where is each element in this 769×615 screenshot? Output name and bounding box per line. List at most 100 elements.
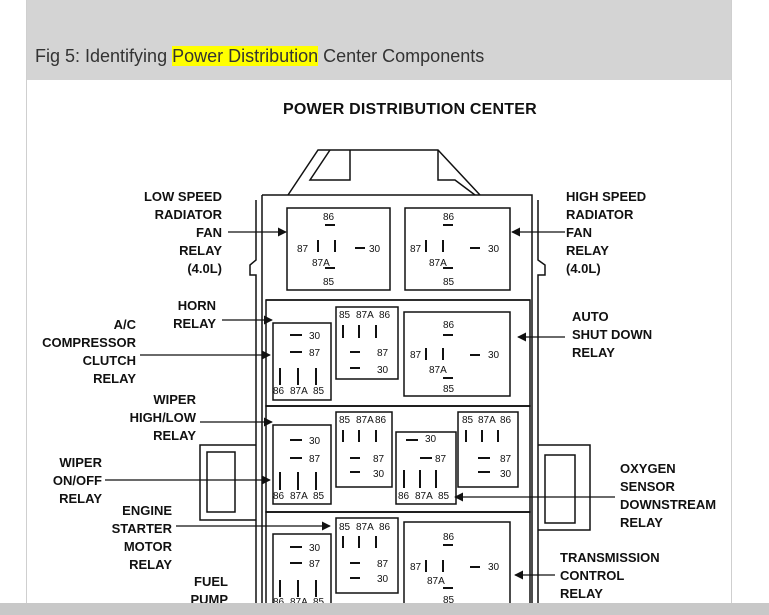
label-line: RELAY <box>173 316 216 331</box>
pin-label: 87A <box>356 310 374 321</box>
label-line: WIPER <box>153 392 196 407</box>
label-auto-shutdown-relay: AUTO SHUT DOWN RELAY <box>572 308 652 362</box>
label-horn-relay: HORN RELAY <box>150 297 216 333</box>
pin-label: 86 <box>323 212 335 223</box>
label-line: RELAY <box>59 491 102 506</box>
label-wiper-high-low-relay: WIPER HIGH/LOW RELAY <box>120 391 196 445</box>
pin-label: 86 <box>443 532 455 543</box>
pin-label: 87A <box>290 597 308 608</box>
label-line: FAN <box>566 225 592 240</box>
label-line: LOW SPEED <box>143 189 222 204</box>
pin-label: 87 <box>309 559 321 570</box>
housing-outline <box>261 194 533 615</box>
relay-socket-high-speed <box>404 207 511 291</box>
label-line: ENGINE <box>122 503 172 518</box>
pin-label: 87 <box>297 244 309 255</box>
pin-label: 87A <box>312 258 330 269</box>
label-line: CLUTCH <box>82 353 136 368</box>
label-line: (4.0L) <box>187 261 222 276</box>
pin-label: 86 <box>398 491 410 502</box>
label-line: RELAY <box>93 371 136 386</box>
page-bottom-bar <box>0 603 769 615</box>
label-wiper-onoff-relay: WIPER ON/OFF RELAY <box>40 454 102 508</box>
relay-socket-engine-starter <box>335 517 399 594</box>
label-line: HIGH SPEED <box>566 189 647 204</box>
pin-label: 87A <box>356 415 374 426</box>
pin-label: 85 <box>313 597 325 608</box>
label-transmission-control-relay: TRANSMISSION CONTROL RELAY <box>560 549 660 603</box>
caption-suffix: Center Components <box>318 46 485 66</box>
label-line: COMPRESSOR <box>42 335 136 350</box>
pin-label: 85 <box>443 595 455 606</box>
relay-socket-fuel-pump <box>272 533 332 615</box>
label-line: (4.0L) <box>566 261 601 276</box>
pin-label: 87 <box>309 348 321 359</box>
label-line: CONTROL <box>560 568 625 583</box>
pin-label: 30 <box>377 574 389 585</box>
label-line: RELAY <box>153 428 196 443</box>
label-line: TRANSMISSION <box>560 550 660 565</box>
pin-label: 87 <box>373 454 385 465</box>
pin-label: 87 <box>309 454 321 465</box>
relay-socket-right-mini <box>457 411 519 488</box>
label-line: MOTOR <box>123 539 172 554</box>
pin-label: 87 <box>377 559 389 570</box>
label-line: OXYGEN <box>620 461 676 476</box>
label-line: DOWNSTREAM <box>620 497 717 512</box>
relay-socket-auto-shutdown <box>403 311 511 397</box>
diagram-title: POWER DISTRIBUTION CENTER <box>283 101 537 118</box>
pin-label: 86 <box>375 415 387 426</box>
label-ac-compressor-relay: A/C COMPRESSOR CLUTCH RELAY <box>40 316 136 388</box>
label-line: RELAY <box>129 557 172 572</box>
pin-label: 85 <box>443 384 455 395</box>
label-engine-starter-relay: ENGINE STARTER MOTOR RELAY <box>96 502 172 574</box>
pin-label: 87A <box>478 415 496 426</box>
pin-label: 30 <box>309 543 321 554</box>
label-line: HORN <box>177 298 216 313</box>
relay-socket-horn <box>335 306 399 380</box>
label-line: RELAY <box>620 515 663 530</box>
pin-label: 86 <box>273 386 285 397</box>
label-line: RADIATOR <box>154 207 222 222</box>
pin-label: 30 <box>373 469 385 480</box>
pin-label: 87 <box>435 454 447 465</box>
label-line: RELAY <box>572 345 615 360</box>
pin-label: 87A <box>356 522 374 533</box>
pin-label: 87 <box>410 244 422 255</box>
label-low-speed-fan-relay: LOW SPEED RADIATOR FAN RELAY (4.0L) <box>130 188 222 278</box>
right-side-tab <box>538 444 591 531</box>
relay-socket-wiper-high-low <box>335 411 393 488</box>
pin-label: 87 <box>410 350 422 361</box>
pin-label: 87 <box>377 348 389 359</box>
pin-label: 85 <box>438 491 450 502</box>
relay-socket-low-speed <box>286 207 391 291</box>
pin-label: 87A <box>290 386 308 397</box>
pin-label: 86 <box>443 320 455 331</box>
relay-socket-ac-compressor <box>272 322 332 401</box>
label-line: A/C <box>113 317 136 332</box>
pin-label: 86 <box>379 310 391 321</box>
label-line: AUTO <box>572 309 609 324</box>
pin-label: 86 <box>443 212 455 223</box>
label-oxygen-sensor-relay: OXYGEN SENSOR DOWNSTREAM RELAY <box>620 460 716 532</box>
pin-label: 30 <box>369 244 381 255</box>
pin-label: 30 <box>500 469 512 480</box>
label-line: ON/OFF <box>52 473 102 488</box>
pin-label: 30 <box>309 331 321 342</box>
label-line: FAN <box>196 225 222 240</box>
pin-label: 85 <box>339 522 351 533</box>
label-line: HIGH/LOW <box>129 410 196 425</box>
pin-label: 86 <box>500 415 512 426</box>
pin-label: 86 <box>379 522 391 533</box>
pin-label: 87A <box>290 491 308 502</box>
pin-label: 87A <box>429 258 447 269</box>
housing-top-connector <box>287 149 481 196</box>
pin-label: 87A <box>415 491 433 502</box>
pin-label: 30 <box>377 365 389 376</box>
label-high-speed-fan-relay: HIGH SPEED RADIATOR FAN RELAY (4.0L) <box>566 188 646 278</box>
figure-caption: Fig 5: Identifying Power Distribution Ce… <box>35 46 484 67</box>
pin-label: 85 <box>443 277 455 288</box>
pin-label: 30 <box>488 244 500 255</box>
label-line: RADIATOR <box>566 207 634 222</box>
